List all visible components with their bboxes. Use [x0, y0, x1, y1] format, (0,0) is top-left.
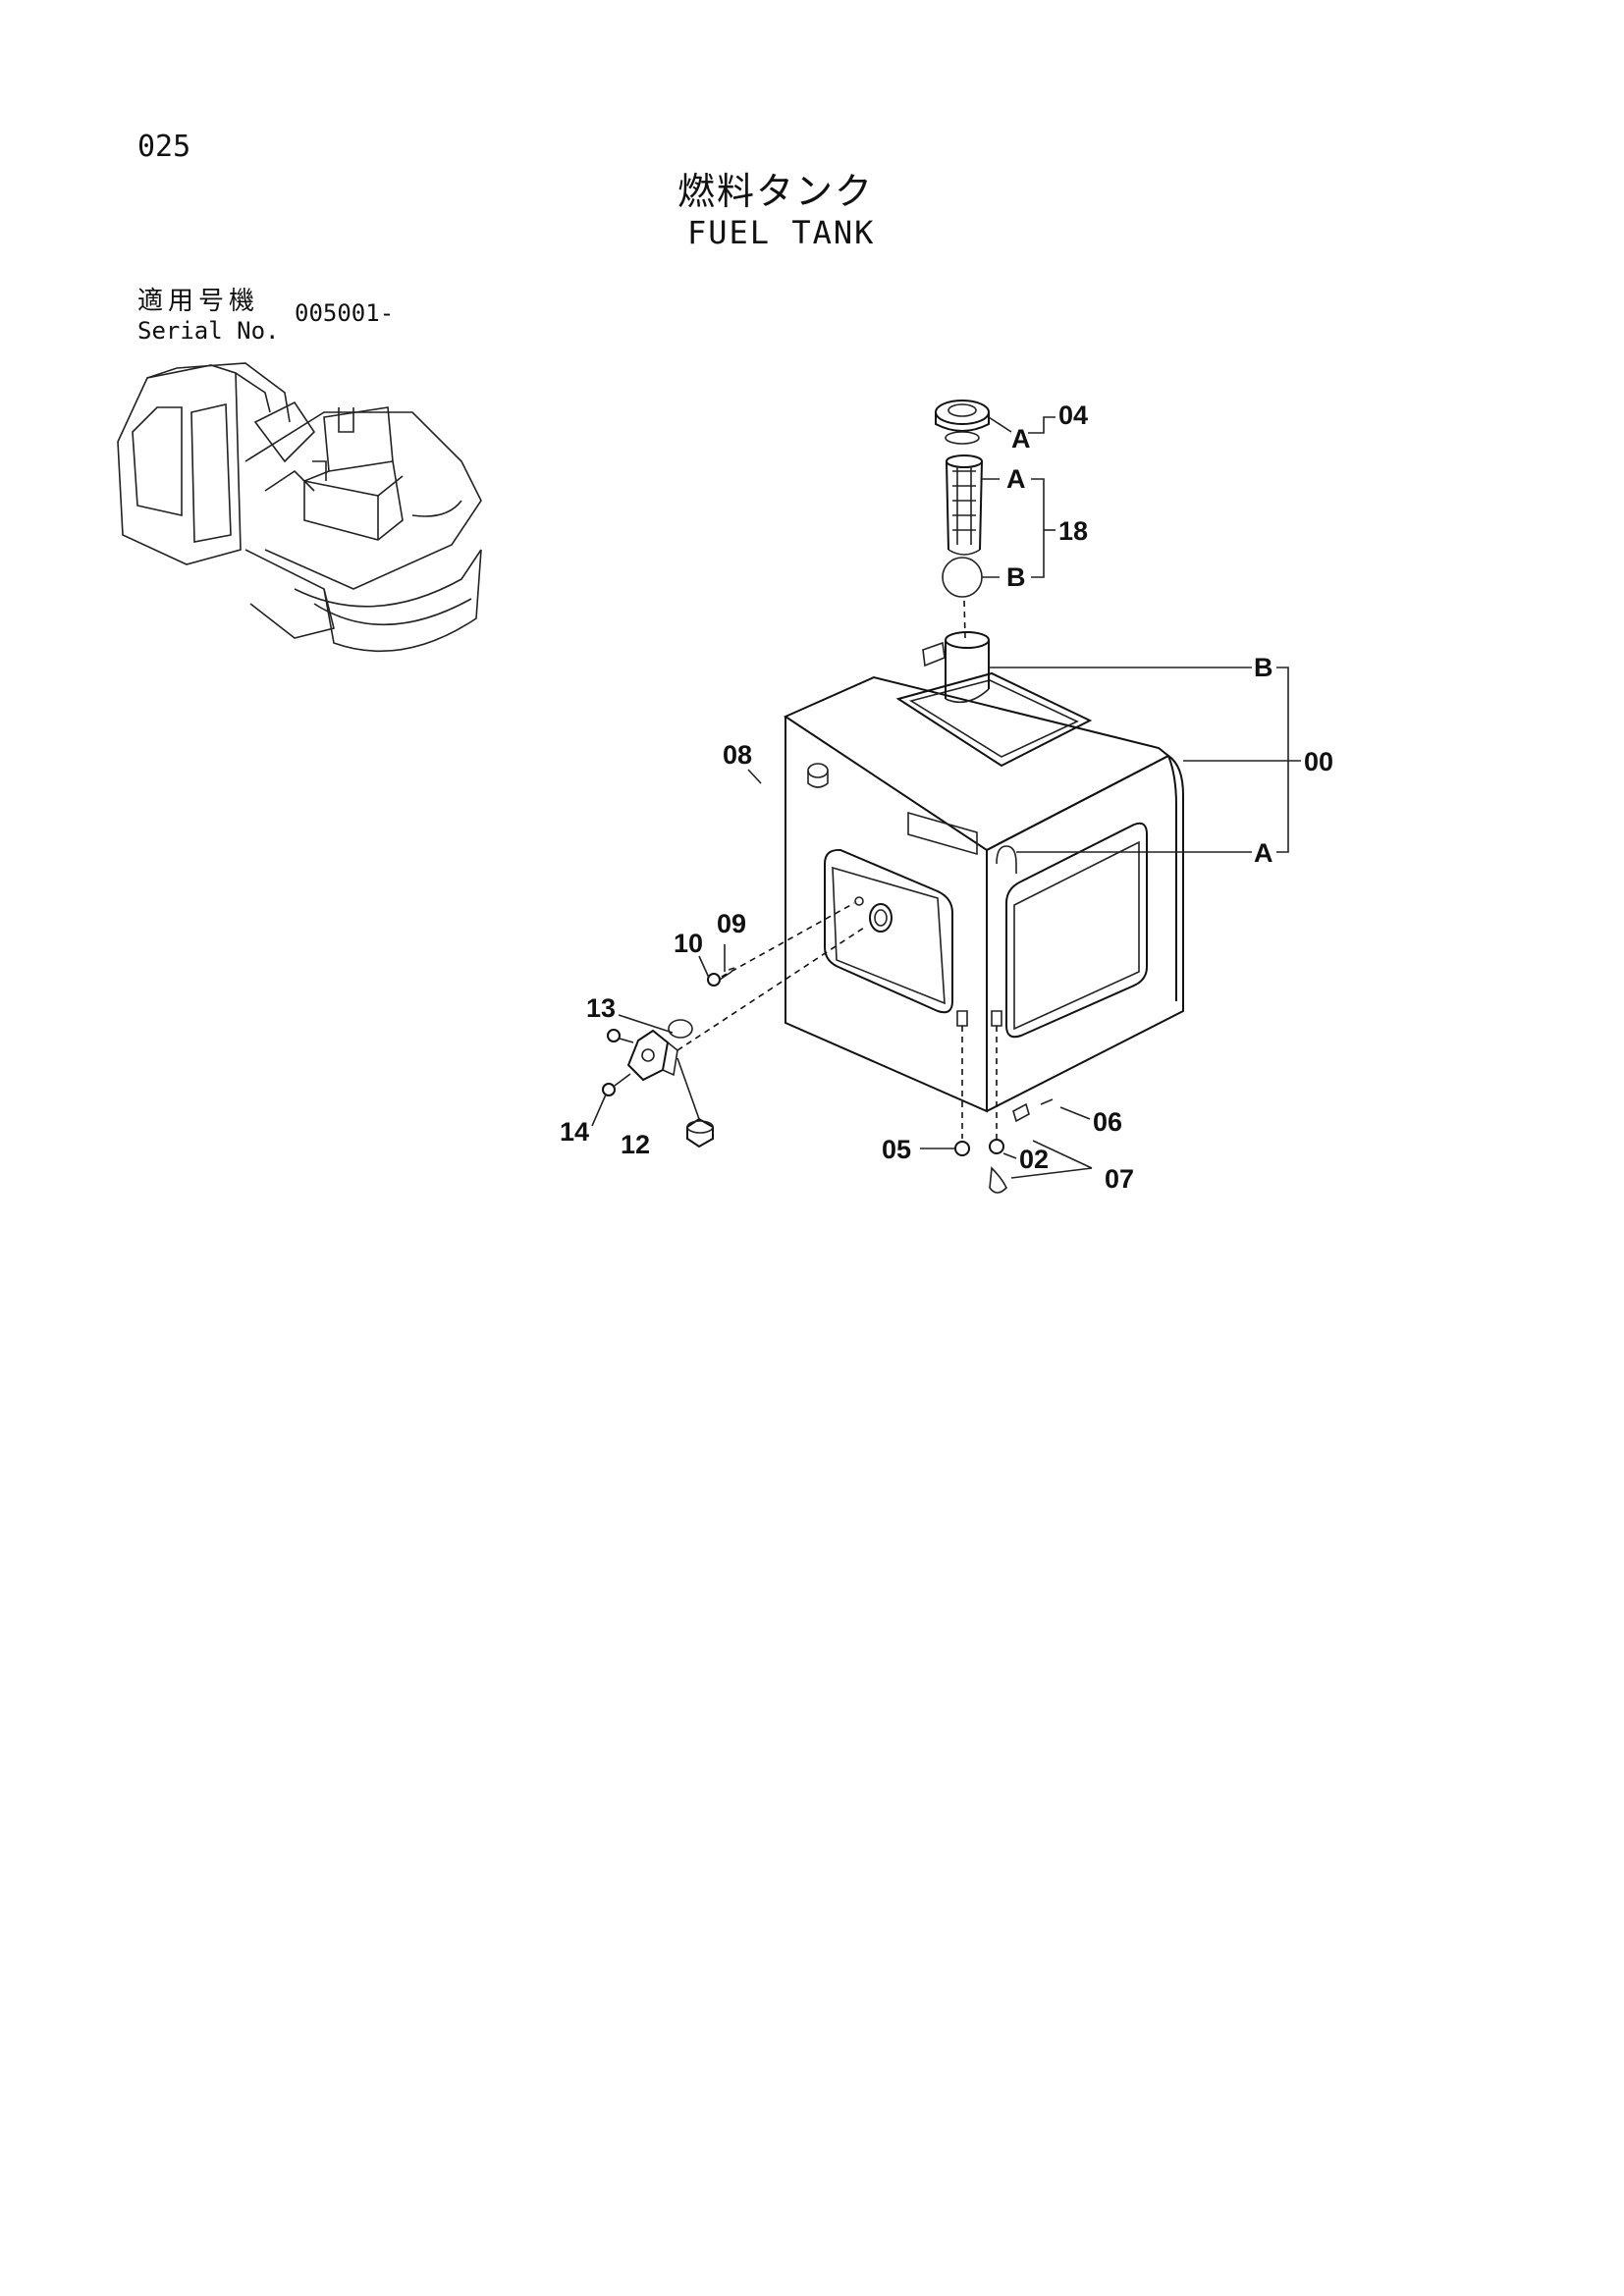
- callout-leaders: [591, 416, 1301, 1179]
- callout-00: 00: [1304, 747, 1333, 776]
- bolt-axis-line: [721, 902, 855, 978]
- callout-13: 13: [586, 993, 616, 1023]
- callout-12: 12: [621, 1130, 650, 1159]
- callout-05: 05: [882, 1135, 911, 1164]
- callout-08: 08: [723, 740, 752, 770]
- sender-axis-line: [677, 927, 865, 1051]
- fuel-tank-body: [783, 631, 1184, 1113]
- fuel-sender-parts: [602, 967, 735, 1148]
- serial-label-japanese: 適用号機: [137, 287, 260, 316]
- fuel-strainer: [942, 454, 983, 598]
- filler-cap-assembly: [935, 400, 990, 445]
- serial-number-value: 005001-: [295, 299, 395, 327]
- drain-fittings: [954, 1026, 1054, 1194]
- callout-09: 09: [717, 909, 746, 938]
- ref-b-strainer: B: [1006, 562, 1026, 592]
- page-title-japanese: 燃料タンク: [677, 170, 875, 213]
- page-title: FUEL TANK: [687, 214, 876, 251]
- callout-18: 18: [1058, 516, 1088, 546]
- callout-04: 04: [1058, 400, 1088, 430]
- ref-a-cap: A: [1011, 424, 1031, 454]
- callout-14: 14: [560, 1117, 589, 1147]
- ref-a-tank: A: [1254, 838, 1273, 868]
- callout-07: 07: [1105, 1164, 1134, 1194]
- serial-label: Serial No.: [137, 317, 280, 345]
- callout-10: 10: [674, 929, 703, 958]
- callout-06: 06: [1093, 1107, 1122, 1137]
- ref-b-tank: B: [1254, 653, 1273, 682]
- ref-a-strainer: A: [1006, 464, 1026, 494]
- callout-02: 02: [1019, 1145, 1049, 1174]
- excavator-locator-sketch: [117, 362, 482, 653]
- page-number: 025: [137, 130, 191, 164]
